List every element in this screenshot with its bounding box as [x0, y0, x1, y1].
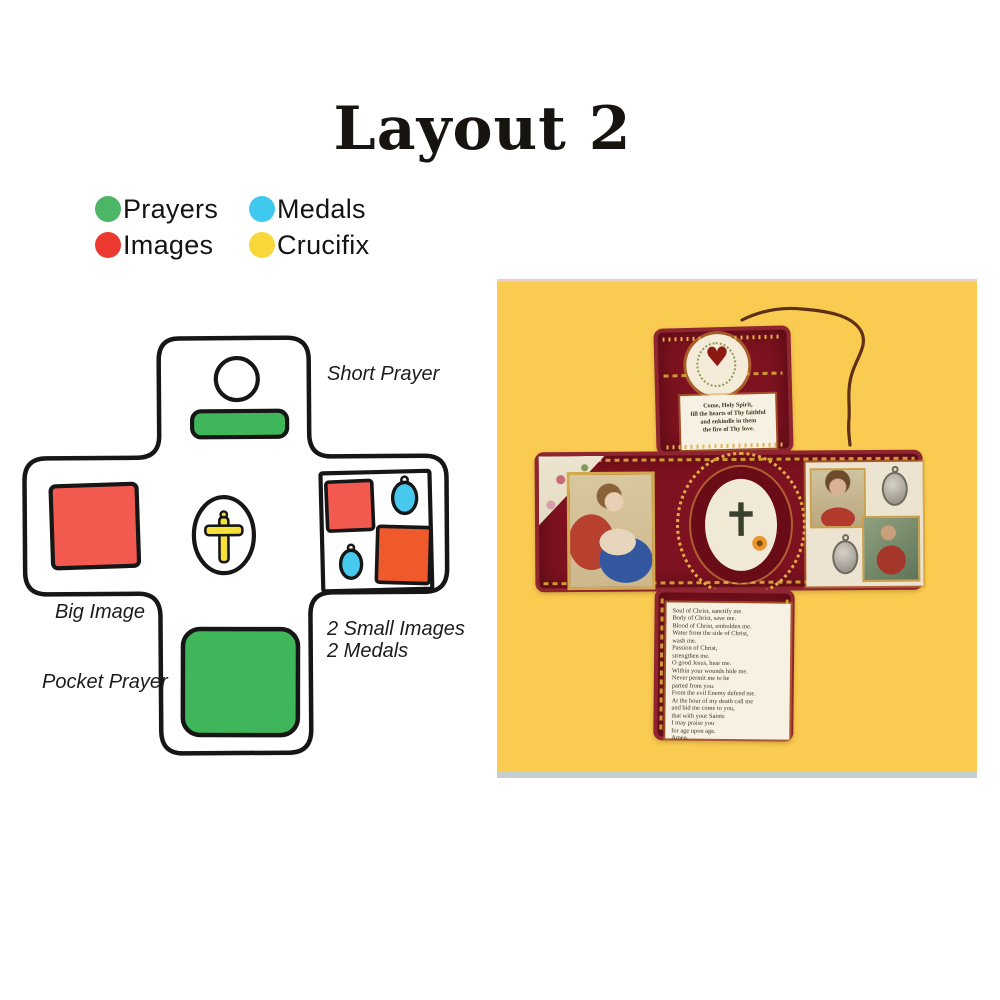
legend-label: Images: [123, 229, 214, 260]
photo-bottom-edge: [497, 772, 977, 778]
heart-icon: ♥: [704, 341, 730, 374]
diagram-svg: [22, 335, 450, 756]
medal-icon-2: [338, 543, 364, 580]
short-prayer-label: Short Prayer: [327, 363, 440, 385]
medal-loop: [842, 534, 850, 542]
small-image-1: [324, 478, 376, 533]
crucifix-icon: [204, 510, 244, 564]
short-prayer-patch: Come, Holy Spirit, fill the hearts of Th…: [680, 393, 777, 451]
legend-item-images: Images: [95, 230, 213, 260]
cross-horizontal-arm: ✝: [534, 449, 924, 599]
images-dot-icon: [95, 232, 121, 258]
legend-item-medals: Medals: [249, 194, 366, 224]
christ-with-cross-image: [861, 515, 921, 583]
medals-dot-icon: [249, 196, 275, 222]
cross-top-arm: ♥ Come, Holy Spirit, fill the hearts of …: [653, 325, 794, 456]
legend-label: Medals: [277, 193, 366, 224]
medals-label: 2 Medals: [327, 640, 409, 662]
silver-medal-2: [832, 534, 859, 575]
small-images-panel: [805, 461, 924, 587]
pocket-prayer-patch: Soul of Christ, sanctify me. Body of Chr…: [665, 602, 791, 742]
prayers-dot-icon: [95, 196, 121, 222]
madonna-and-child-image: [566, 471, 656, 591]
legend-label: Crucifix: [277, 229, 370, 260]
pocket-prayer-slot: [180, 626, 301, 738]
cross-bottom-arm: Soul of Christ, sanctify me. Body of Chr…: [653, 588, 795, 742]
crucifix-dot-icon: [249, 232, 275, 258]
medal-icon-1: [390, 475, 419, 516]
small-images-label: 2 Small Images: [327, 618, 465, 640]
legend-label: Prayers: [123, 193, 219, 224]
legend-item-crucifix: Crucifix: [249, 230, 369, 260]
finished-cross-photo: ♥ Come, Holy Spirit, fill the hearts of …: [497, 279, 977, 778]
embroidery-trim: [659, 598, 664, 731]
medal-loop: [891, 465, 899, 473]
page-title: Layout 2: [333, 94, 632, 164]
sunflower-accent: [752, 535, 768, 551]
jesus-portrait-image: [809, 468, 867, 529]
big-image-label: Big Image: [55, 601, 146, 623]
small-image-2: [374, 524, 433, 586]
silver-medal-1: [881, 465, 908, 506]
sacred-heart-emblem: ♥: [685, 333, 750, 397]
legend-item-prayers: Prayers: [95, 194, 218, 224]
photo-top-edge: [497, 279, 977, 282]
pocket-prayer-label: Pocket Prayer: [42, 671, 168, 693]
short-prayer-slot: [189, 408, 290, 440]
crucifix-medallion: ✝: [704, 478, 778, 572]
hanger-hole: [213, 355, 260, 403]
cross-template-diagram: Short Prayer Big Image 2 Small Images 2 …: [20, 330, 470, 770]
big-image-slot: [48, 481, 142, 571]
